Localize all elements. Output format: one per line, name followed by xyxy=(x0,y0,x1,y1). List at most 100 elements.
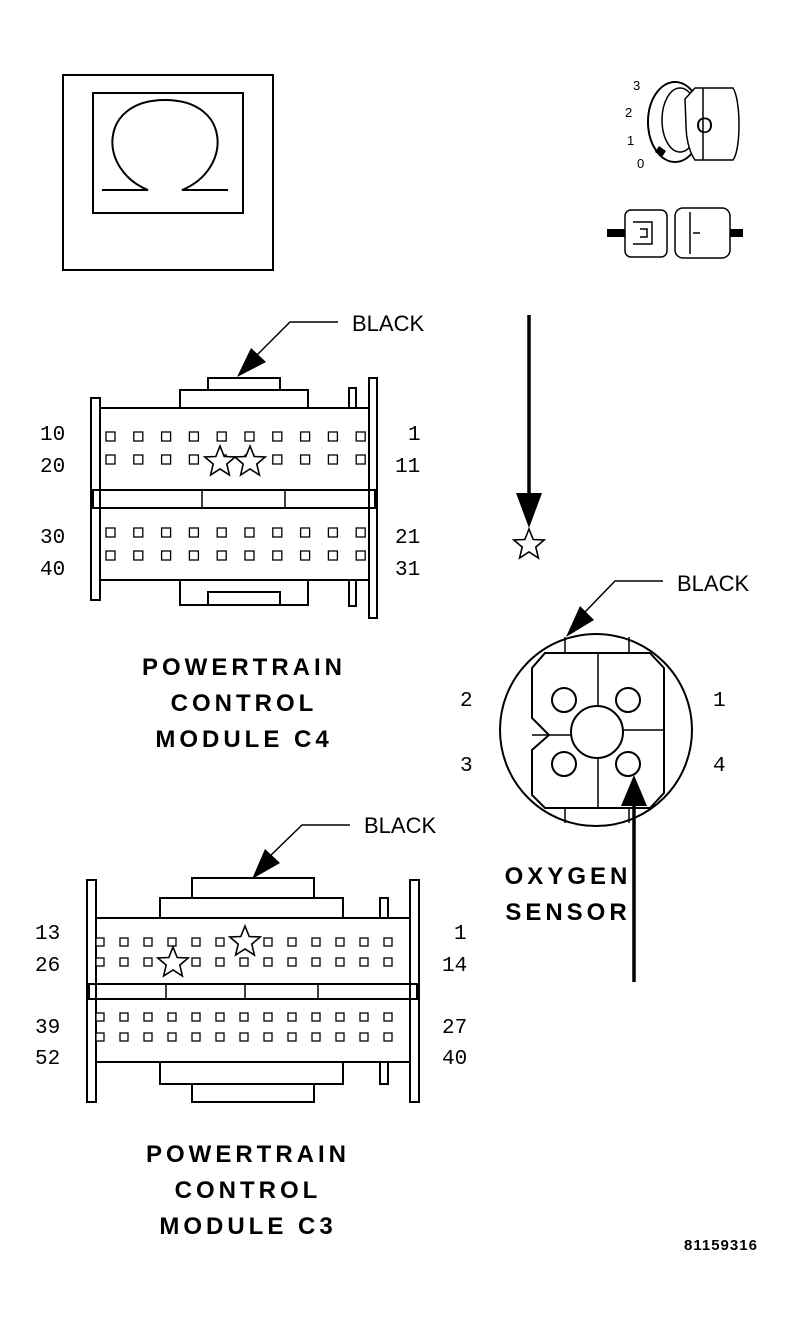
svg-text:3: 3 xyxy=(633,78,640,93)
pin-cavity xyxy=(143,1012,153,1022)
pin-cavity xyxy=(119,957,129,967)
pin-cavity xyxy=(160,527,172,538)
pin-cavity xyxy=(383,957,393,967)
pin-cavity xyxy=(216,527,227,538)
c4-pin-grid xyxy=(105,431,366,561)
pin-cavity xyxy=(263,1012,273,1022)
pin-cavity xyxy=(133,527,144,538)
connector-plug-icon xyxy=(607,207,743,259)
oxygen-sensor-title-line-2: SENSOR xyxy=(505,899,630,926)
pin-cavity xyxy=(359,1012,369,1022)
oxygen-sensor-connector: BLACK 1 2 3 4 OXYGEN SENSOR xyxy=(460,571,749,982)
pin-cavity xyxy=(215,937,225,947)
svg-text:1: 1 xyxy=(454,923,467,946)
svg-text:39: 39 xyxy=(35,1017,60,1040)
svg-text:0: 0 xyxy=(637,156,644,171)
pin-cavity xyxy=(383,937,393,947)
pin-cavity xyxy=(188,454,200,465)
pin-cavity xyxy=(263,937,273,947)
svg-text:1: 1 xyxy=(627,133,634,148)
pin-cavity xyxy=(105,550,116,561)
pin-cavity xyxy=(191,937,201,947)
pin-cavity xyxy=(244,431,255,442)
pin-cavity xyxy=(244,527,255,538)
c4-title-line-1: POWERTRAIN xyxy=(142,654,346,681)
pin-cavity xyxy=(272,431,283,442)
pin-cavity xyxy=(383,1032,393,1042)
c3-title-line-2: CONTROL xyxy=(175,1177,322,1204)
svg-text:21: 21 xyxy=(395,527,420,550)
pin-cavity xyxy=(335,937,345,947)
pin-cavity xyxy=(272,454,283,465)
pin-cavity xyxy=(133,431,144,442)
svg-text:11: 11 xyxy=(395,456,420,479)
svg-text:BLACK: BLACK xyxy=(677,571,749,596)
pin-cavity xyxy=(355,550,366,561)
pin-cavity xyxy=(287,957,297,967)
pin-cavity xyxy=(355,454,366,465)
pin-cavity xyxy=(299,550,311,561)
pin-cavity xyxy=(160,431,172,442)
pin-cavity xyxy=(143,957,153,967)
pin-cavity xyxy=(95,1012,105,1022)
svg-text:20: 20 xyxy=(40,456,65,479)
pin-cavity xyxy=(215,957,225,967)
pin-cavity xyxy=(239,1012,249,1022)
pin-cavity xyxy=(160,550,172,561)
pin-cavity xyxy=(299,454,311,465)
pin-cavity xyxy=(311,937,321,947)
pin-cavity xyxy=(263,957,273,967)
c3-title-line-3: MODULE C3 xyxy=(159,1213,336,1240)
oxygen-sensor-title-line-1: OXYGEN xyxy=(505,863,632,890)
pin-cavity xyxy=(167,937,177,947)
pin-cavity xyxy=(105,431,116,442)
c4-title-line-2: CONTROL xyxy=(171,690,318,717)
c3-pin-grid xyxy=(95,937,393,1042)
figure-code: 81159316 xyxy=(684,1237,758,1254)
svg-text:1: 1 xyxy=(408,424,421,447)
pin-cavity xyxy=(335,1012,345,1022)
svg-text:BLACK: BLACK xyxy=(364,813,436,838)
pin-cavity xyxy=(95,937,105,947)
pin-cavity xyxy=(311,1032,321,1042)
pin-cavity xyxy=(355,431,366,442)
svg-text:40: 40 xyxy=(40,559,65,582)
svg-text:40: 40 xyxy=(442,1048,467,1071)
pin-cavity xyxy=(188,550,200,561)
pin-cavity xyxy=(119,1032,129,1042)
pin-cavity xyxy=(239,957,249,967)
svg-text:3: 3 xyxy=(460,755,473,778)
pin-cavity xyxy=(133,550,144,561)
svg-text:2: 2 xyxy=(625,105,632,120)
pin-cavity xyxy=(263,1032,273,1042)
pin-cavity xyxy=(143,1032,153,1042)
pcm-c3-connector: BLACK 13 1 26 14 39 27 52 40 POWERTRAIN … xyxy=(35,813,467,1240)
svg-text:14: 14 xyxy=(442,955,467,978)
pin-cavity xyxy=(119,937,129,947)
pin-cavity xyxy=(327,527,339,538)
svg-text:27: 27 xyxy=(442,1017,467,1040)
pin-cavity xyxy=(272,527,283,538)
c4-title-line-3: MODULE C4 xyxy=(155,726,332,753)
pin-cavity xyxy=(335,957,345,967)
pin-cavity xyxy=(327,550,339,561)
pin-cavity xyxy=(287,1032,297,1042)
svg-text:BLACK: BLACK xyxy=(352,311,424,336)
pin-cavity xyxy=(191,957,201,967)
svg-text:4: 4 xyxy=(713,755,726,778)
pin-cavity xyxy=(299,527,311,538)
ignition-key-icon: 3 2 1 0 O xyxy=(625,78,740,171)
pin-cavity xyxy=(191,1012,201,1022)
pin-cavity xyxy=(355,527,366,538)
pcm-c4-connector: BLACK 10 1 20 11 30 21 40 31 POWERTRAIN … xyxy=(40,311,424,753)
pin-cavity xyxy=(327,454,339,465)
svg-text:13: 13 xyxy=(35,923,60,946)
pin-cavity xyxy=(287,937,297,947)
pin-cavity xyxy=(143,937,153,947)
pin-cavity xyxy=(244,550,255,561)
pin-cavity xyxy=(383,1012,393,1022)
pin-cavity xyxy=(105,527,116,538)
pin-cavity xyxy=(105,454,116,465)
pin-cavity xyxy=(239,1032,249,1042)
